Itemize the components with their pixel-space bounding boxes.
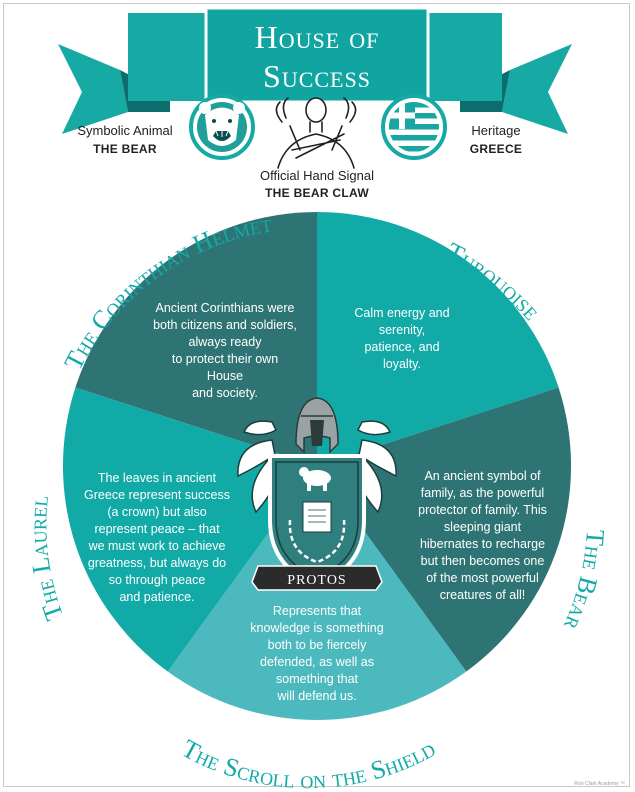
page-frame xyxy=(3,3,630,787)
shield-laurel-wreath-icon xyxy=(288,519,346,564)
laurel-description: The leaves in ancient Greece represent s… xyxy=(84,471,230,604)
bear-badge-icon xyxy=(189,94,255,160)
crest-name-banner xyxy=(251,565,383,591)
segment-title-scroll: The Scroll on the Shield xyxy=(177,734,440,792)
bear-description: An ancient symbol of family, as the powe… xyxy=(418,469,547,602)
segment-helmet xyxy=(75,212,318,466)
turquoise-description: Calm energy and serenity, patience, and … xyxy=(354,306,450,371)
banner-title-box xyxy=(204,6,430,104)
segment-turquoise xyxy=(317,212,559,466)
protos-crest: PROTOS xyxy=(237,397,397,591)
bear-claw-hand-signal-icon xyxy=(275,97,357,169)
crest-name: PROTOS xyxy=(287,573,346,588)
crest-left-leaf-top xyxy=(242,420,277,436)
title-line1: House of xyxy=(255,19,380,55)
symbolic-animal-value: THE BEAR xyxy=(93,142,157,156)
hand-signal-value: THE BEAR CLAW xyxy=(265,186,369,200)
scroll-description: Represents that knowledge is something b… xyxy=(250,604,384,703)
crest-right-leaf-top xyxy=(357,420,392,436)
heritage-label: Heritage xyxy=(471,123,521,138)
helmet-icon xyxy=(295,397,339,454)
shield-scroll-icon xyxy=(302,501,332,533)
title-line2: Success xyxy=(263,58,371,94)
banner-left-tail xyxy=(58,44,128,134)
helmet-description: Ancient Corinthians were both citizens a… xyxy=(153,301,297,400)
shield-bear-icon xyxy=(299,467,331,491)
pie-chart xyxy=(62,212,572,721)
banner-right-tail xyxy=(502,44,572,134)
title-banner: House of Success xyxy=(58,6,572,134)
footer-credit: Ron Clark Academy ™ xyxy=(574,781,625,787)
symbolic-animal-label: Symbolic Animal xyxy=(77,123,173,138)
greek-flag-icon xyxy=(381,94,447,160)
segment-scroll xyxy=(167,466,467,721)
heritage-value: GREECE xyxy=(469,142,523,156)
hand-signal-label: Official Hand Signal xyxy=(260,168,374,183)
